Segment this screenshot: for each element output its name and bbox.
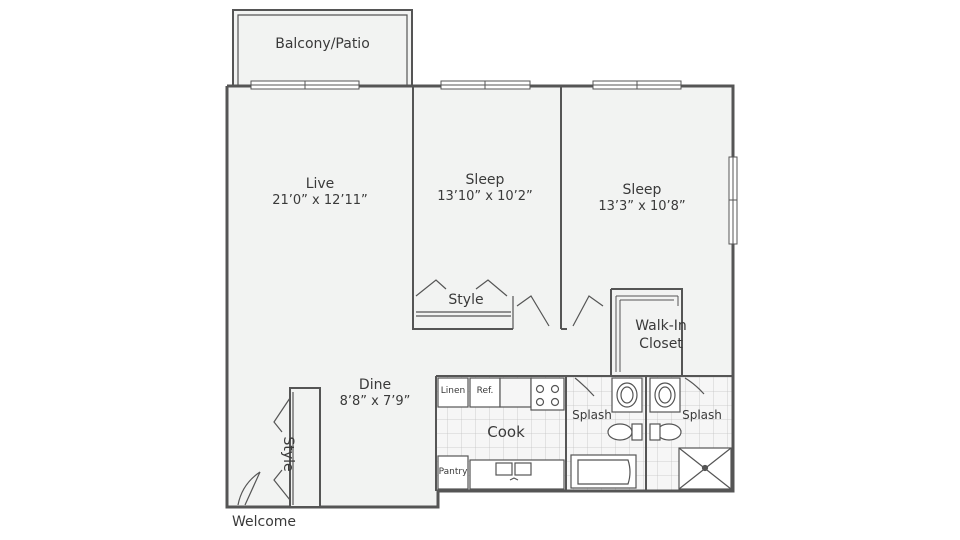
sleep-1-label: Sleep (465, 172, 505, 188)
style-closet-1 (415, 279, 514, 329)
linen-label: Linen (440, 386, 466, 396)
ref-label: Ref. (476, 386, 494, 396)
dine-label: Dine (358, 377, 392, 393)
live-dimensions: 21’0” x 12’11” (272, 193, 368, 208)
dine-dimensions: 8’8” x 7’9” (339, 394, 411, 409)
style-closet-2 (273, 387, 321, 508)
balcony-patio (232, 9, 413, 87)
kitchen-fixtures (437, 377, 565, 490)
sleep-2-label: Sleep (622, 182, 662, 198)
pantry-label: Pantry (438, 467, 468, 477)
style-closet-1-label: Style (448, 292, 484, 308)
welcome-entry-label: Welcome (232, 514, 297, 530)
splash-1-label: Splash (572, 408, 612, 422)
walkin-closet-shelving (615, 295, 679, 372)
live-label: Live (305, 176, 335, 192)
sleep-2-dimensions: 13’3” x 10’8” (598, 199, 686, 214)
bath-fixtures (570, 377, 732, 490)
cook-label: Cook (487, 423, 525, 441)
walkin-closet-label-2: Closet (639, 336, 683, 352)
balcony-label: Balcony/Patio (275, 36, 370, 52)
style-closet-2-label: Style (280, 436, 297, 472)
doors (237, 295, 705, 506)
splash-2-label: Splash (682, 408, 722, 422)
walkin-closet-label-1: Walk-In (635, 318, 687, 334)
windows (250, 80, 738, 245)
sleep-1-dimensions: 13’10” x 10’2” (437, 189, 533, 204)
